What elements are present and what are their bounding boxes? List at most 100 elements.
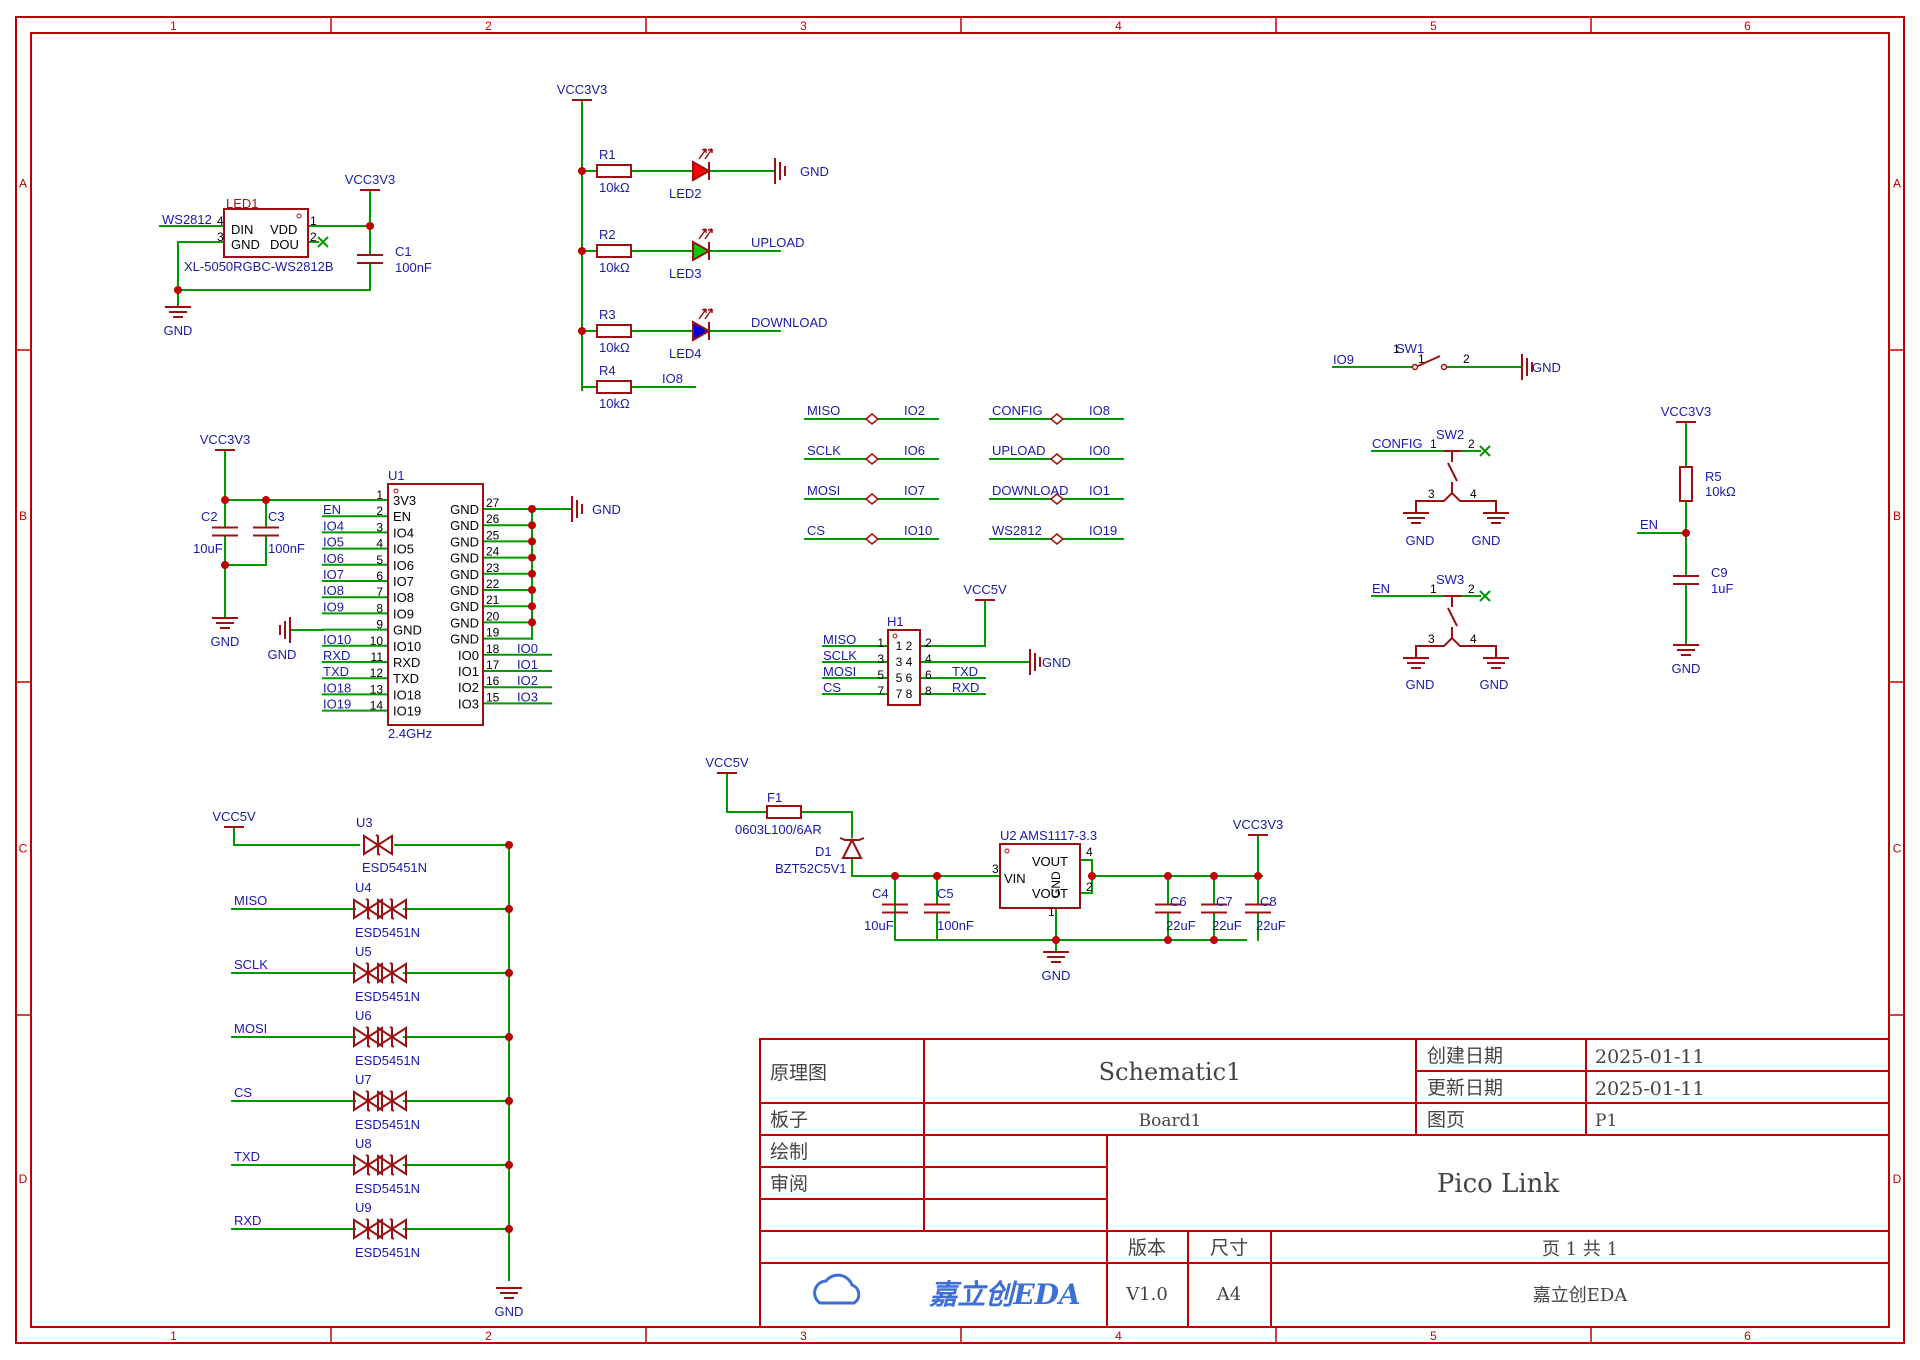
pin-number: 4 (1470, 632, 1477, 646)
pin-number: 16 (486, 674, 500, 688)
c2-ref: C2 (201, 509, 218, 524)
title-block-text: A4 (1216, 1284, 1241, 1305)
pin-name: VDD (270, 222, 297, 237)
net-label: MISO (823, 632, 856, 647)
net-label: CS (807, 523, 825, 538)
pin-name: IO1 (458, 664, 479, 679)
pin-number: 18 (486, 642, 500, 656)
pin-number: 1 (877, 636, 884, 650)
pin-number: 25 (486, 528, 500, 542)
c1-ref: C1 (395, 244, 412, 259)
title-block-text: 尺寸 (1210, 1237, 1248, 1259)
power-label: VCC5V (212, 809, 256, 824)
net-label: EN (1372, 581, 1390, 596)
net-tie (864, 533, 880, 545)
pin-number: 15 (486, 690, 500, 704)
cap-ref: C8 (1260, 894, 1277, 909)
pin-number: 3 (217, 230, 224, 244)
power-label: VCC3V3 (200, 432, 251, 447)
row-label: C (19, 842, 28, 856)
pin-name: RXD (393, 655, 420, 670)
junction-dot (1682, 529, 1690, 537)
pin-number: 20 (486, 609, 500, 623)
ground-symbol (1029, 649, 1041, 675)
net-label: IO6 (904, 443, 925, 458)
tvs-bar (839, 837, 865, 841)
resistor-value: 10kΩ (599, 396, 630, 411)
row-label: D (1893, 1172, 1902, 1186)
esd-bar (365, 1218, 371, 1240)
row-label: A (1893, 177, 1901, 191)
pin-number: 1 (1418, 352, 1425, 366)
esd-diode (377, 1218, 407, 1240)
pin-name: GND (450, 518, 479, 533)
pin-number: 8 (376, 601, 383, 615)
pin-number: 7 (877, 684, 884, 698)
esd-ref: U8 (355, 1136, 372, 1151)
wires-layer (159, 99, 1687, 1281)
net-label: MOSI (234, 1021, 267, 1036)
esd-ref: U5 (355, 944, 372, 959)
net-label: CS (823, 680, 841, 695)
pin-number: 19 (486, 626, 500, 640)
net-label: EN (323, 502, 341, 517)
title-block-text: 版本 (1128, 1237, 1166, 1259)
junction-dot (578, 167, 586, 175)
pin-name: GND (450, 534, 479, 549)
junction-dot (505, 1033, 513, 1041)
pin1-marker (393, 488, 399, 494)
column-label: 5 (1430, 19, 1437, 33)
pin-number: 4 (376, 537, 383, 551)
junction-dot (1210, 872, 1218, 880)
title-block-text: P1 (1595, 1111, 1617, 1131)
pin-name: EN (393, 509, 411, 524)
esd-bar (389, 962, 395, 984)
ground-symbol (212, 617, 238, 629)
esd-diode (377, 1090, 407, 1112)
column-label: 1 (170, 1329, 177, 1343)
led-body (692, 320, 712, 342)
title-block-text: 原理图 (770, 1062, 827, 1084)
wire (920, 600, 986, 647)
led-body (692, 160, 712, 182)
junction-dot (1164, 936, 1172, 944)
d1-part: BZT52C5V1 (775, 861, 847, 876)
junction-dot (505, 905, 513, 913)
power-label: VCC3V3 (345, 172, 396, 187)
ground-symbol (774, 158, 786, 184)
pin-number: 3 (1428, 632, 1435, 646)
pin-name: DIN (231, 222, 253, 237)
cap-ref: C7 (1216, 894, 1233, 909)
net-label: IO0 (1089, 443, 1110, 458)
wire (225, 545, 267, 566)
resistor-body (596, 164, 632, 178)
h1-body (887, 629, 921, 706)
junction-dot (578, 247, 586, 255)
net-label: GND (1042, 655, 1071, 670)
pin-name: IO6 (393, 558, 414, 573)
esd-bar (365, 1026, 371, 1048)
ground-symbol (1043, 951, 1069, 963)
pin-name: IO2 (458, 680, 479, 695)
net-label: GND (800, 164, 829, 179)
pin-number: 23 (486, 561, 500, 575)
pin-number: 27 (486, 496, 500, 510)
net-label: IO2 (517, 673, 538, 688)
esd-bar (389, 1154, 395, 1176)
resistor-value: 10kΩ (599, 340, 630, 355)
resistor-value: 10kΩ (599, 180, 630, 195)
net-label: IO19 (1089, 523, 1117, 538)
wire (233, 827, 360, 846)
esd-part: ESD5451N (355, 1053, 420, 1068)
esd-part: ESD5451N (362, 860, 427, 875)
wire (726, 773, 767, 813)
title-block-text: 嘉立创EDA (1533, 1285, 1629, 1306)
junction-dot (528, 618, 536, 627)
u1-ref: U1 (388, 468, 405, 483)
pin-number: 4 (1086, 845, 1093, 859)
wire (1416, 491, 1496, 502)
pin-number: 5 (376, 553, 383, 567)
pin-number: 5 (877, 668, 884, 682)
cap-ref: C6 (1170, 894, 1187, 909)
switch-lever (1447, 607, 1458, 627)
